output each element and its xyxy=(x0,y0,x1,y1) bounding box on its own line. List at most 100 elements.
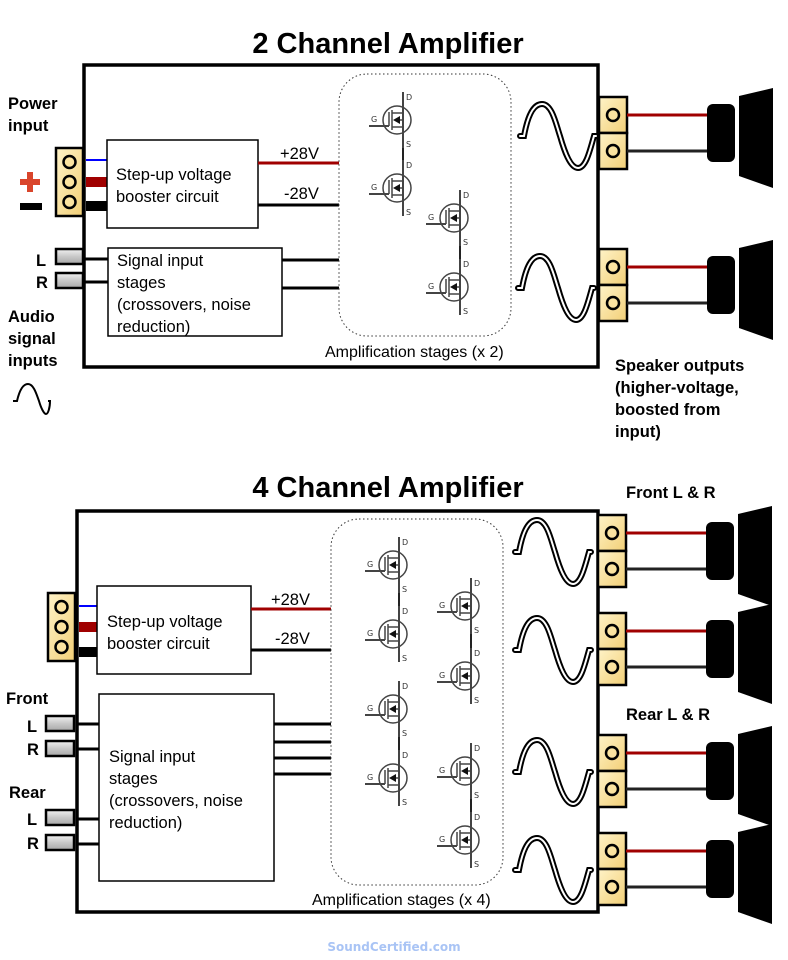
pin-gate-label: G xyxy=(371,183,377,192)
top-rca-r xyxy=(54,271,85,290)
bottom-fet-pair-4-lower: D G S xyxy=(436,811,480,869)
bottom-booster-text-2: booster circuit xyxy=(107,635,210,653)
bottom-output-front-left xyxy=(596,506,772,606)
pin-source-label: S xyxy=(474,791,479,800)
pin-drain-label: D xyxy=(402,751,408,760)
bottom-signal-text-1: Signal input xyxy=(109,748,196,766)
bottom-output-front-right xyxy=(596,604,772,704)
bottom-amp-stages-region xyxy=(330,518,504,886)
front-input-l-label: L xyxy=(27,718,37,736)
bottom-ground-power-wire xyxy=(79,647,97,657)
pin-source-label: S xyxy=(463,307,468,316)
bottom-fet-pair-3-lower: DGS xyxy=(364,749,408,807)
bottom-fet-pair-2-lower: DGS xyxy=(436,647,480,705)
speaker-icon xyxy=(707,88,773,188)
rear-rca-r xyxy=(44,833,76,852)
rear-outputs-label: Rear L & R xyxy=(626,706,710,724)
pin-source-label: S xyxy=(474,860,479,869)
bottom-booster-box xyxy=(96,585,252,675)
pin-drain-label: D xyxy=(474,813,480,822)
bottom-fet-pair-1-upper: DGS xyxy=(364,536,408,594)
bottom-fet-pair-1-lower: DGS xyxy=(364,605,408,663)
audio-inputs-label-3: inputs xyxy=(8,352,58,370)
audio-inputs-label-2: signal xyxy=(8,330,56,348)
power-input-label: Power xyxy=(8,95,58,113)
pin-drain-label: D xyxy=(402,607,408,616)
top-input-l-label: L xyxy=(36,252,46,270)
front-outputs-label: Front L & R xyxy=(626,484,716,502)
rear-inputs-label: Rear xyxy=(9,784,46,802)
top-signal-text-4: reduction) xyxy=(117,318,190,336)
bottom-positive-rail-label: +28V xyxy=(271,591,310,609)
minus-icon xyxy=(20,203,42,210)
speaker-outputs-label-2: (higher-voltage, xyxy=(615,379,739,397)
top-signal-box xyxy=(107,247,283,337)
speaker-icon xyxy=(706,506,772,606)
rear-input-l-label: L xyxy=(27,811,37,829)
front-rca-r xyxy=(44,739,76,758)
bottom-speaker-outputs xyxy=(596,506,772,924)
top-fet-pair-2-upper: DGS xyxy=(425,189,469,247)
rear-input-r-label: R xyxy=(27,835,39,853)
bottom-output-rear-left xyxy=(596,726,772,826)
pin-gate-label: G xyxy=(439,766,445,775)
pin-gate-label: G xyxy=(371,115,377,124)
pin-source-label: S xyxy=(406,140,411,149)
pin-gate-label: G xyxy=(367,629,373,638)
pin-drain-label: D xyxy=(474,649,480,658)
pin-gate-label: G xyxy=(367,704,373,713)
top-signal-text-1: Signal input xyxy=(117,252,204,270)
power-terminal-block xyxy=(54,146,85,218)
front-inputs-label: Front xyxy=(6,690,49,708)
top-booster-text-2: booster circuit xyxy=(116,188,219,206)
bottom-fet-pair-2-upper: D G S xyxy=(436,577,480,635)
power-input-label-2: input xyxy=(8,117,49,135)
pin-drain-label: D xyxy=(402,682,408,691)
pin-drain-label: D xyxy=(463,260,469,269)
top-speaker-outputs xyxy=(597,88,773,340)
speaker-icon xyxy=(707,240,773,340)
top-amp-stages-region xyxy=(338,73,512,337)
top-fet-pair-2-lower: D G S xyxy=(425,258,469,316)
pin-drain-label: D xyxy=(406,161,412,170)
top-input-r-label: R xyxy=(36,274,48,292)
bottom-signal-text-2: stages xyxy=(109,770,158,788)
top-booster-box xyxy=(106,139,259,229)
bottom-booster-text-1: Step-up voltage xyxy=(107,613,223,631)
bottom-signal-text-3: (crossovers, noise xyxy=(109,792,243,810)
pin-drain-label: D xyxy=(402,538,408,547)
top-output-1 xyxy=(597,88,773,188)
pin-drain-label: D xyxy=(474,579,480,588)
pin-gate-label: G xyxy=(428,213,434,222)
top-rca-l xyxy=(54,247,85,266)
top-title: 2 Channel Amplifier xyxy=(252,28,523,60)
top-signal-text-2: stages xyxy=(117,274,166,292)
speaker-outputs-label-3: boosted from xyxy=(615,401,720,419)
bottom-fet-pair-4-upper: DGS xyxy=(436,742,480,800)
bottom-fet-pair-3-upper: DGS xyxy=(364,680,408,738)
pin-source-label: S xyxy=(402,585,407,594)
speaker-outputs-label-1: Speaker outputs xyxy=(615,357,744,375)
bottom-negative-rail-label: -28V xyxy=(275,630,310,648)
bottom-output-rear-right xyxy=(596,824,772,924)
front-rca-l xyxy=(44,714,76,733)
terminal-negative xyxy=(596,647,628,687)
pin-gate-label: G xyxy=(439,835,445,844)
top-booster-text-1: Step-up voltage xyxy=(116,166,232,184)
pin-source-label: S xyxy=(474,626,479,635)
rear-rca-l xyxy=(44,808,76,827)
bottom-amp-stages-label: Amplification stages (x 4) xyxy=(312,892,491,909)
speaker-icon xyxy=(706,604,772,704)
audio-inputs-label-1: Audio xyxy=(8,308,55,326)
ground-power-wire xyxy=(86,201,107,211)
pin-drain-label: D xyxy=(406,93,412,102)
front-input-r-label: R xyxy=(27,741,39,759)
speaker-icon xyxy=(706,726,772,826)
pin-gate-label: G xyxy=(439,601,445,610)
pin-gate-label: G xyxy=(428,282,434,291)
pin-source-label: S xyxy=(474,696,479,705)
bottom-title: 4 Channel Amplifier xyxy=(252,472,523,504)
top-output-2 xyxy=(597,240,773,340)
top-amp-stages-label: Amplification stages (x 2) xyxy=(325,344,504,361)
